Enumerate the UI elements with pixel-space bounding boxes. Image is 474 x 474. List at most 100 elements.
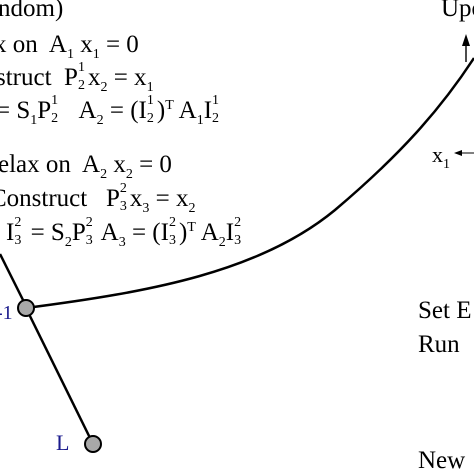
sub: 3 [119, 199, 127, 214]
equals-s: = S [0, 97, 31, 124]
close-paren: ) [178, 219, 188, 246]
x1-arrow-head [454, 150, 462, 156]
up-arrow-head [462, 34, 470, 46]
equals-zero: = 0 [139, 151, 172, 178]
top-left-fragment: ndom) [0, 0, 63, 21]
equals-x: = x [155, 185, 189, 212]
equals-s: = S [30, 219, 65, 246]
matrix-a: A [78, 97, 97, 124]
node-minus1-label: -1 [0, 303, 13, 323]
sup: 2 [14, 215, 22, 230]
new-text: New [418, 447, 466, 474]
transpose: T [165, 98, 174, 113]
matrix-p: P [71, 219, 86, 246]
vector-x: x [80, 31, 93, 58]
matrix-a: A [200, 219, 219, 246]
right-run-text: Run [418, 332, 460, 357]
matrix-p: P [64, 64, 78, 91]
sup: 1 [51, 93, 59, 108]
equals-x: = x [113, 64, 147, 91]
transpose: T [187, 220, 196, 235]
relax-prefix: elax on [0, 151, 71, 178]
vector-x: x [129, 185, 143, 212]
sub: 2 [188, 201, 196, 216]
sup: 2 [168, 215, 176, 230]
matrix-i: I [6, 219, 15, 246]
sup: 1 [146, 93, 154, 108]
sub: 2 [100, 80, 108, 95]
sub: 2 [51, 111, 59, 126]
sub: 2 [218, 235, 226, 250]
upward-curve [25, 57, 474, 310]
vector-x: x [113, 151, 126, 178]
sub: 2 [100, 167, 108, 182]
node-minus1 [17, 299, 35, 317]
sub: 3 [168, 233, 176, 248]
sup: 2 [85, 215, 93, 230]
sub: 3 [234, 233, 242, 248]
sup: 1 [77, 60, 85, 75]
sub: 1 [66, 47, 74, 62]
sub: 3 [142, 201, 150, 216]
sub: 2 [125, 167, 133, 182]
upper-left-edge [0, 253, 28, 307]
sub: 2 [96, 113, 104, 128]
sub: 2 [77, 78, 85, 93]
relax-prefix: x on [0, 31, 38, 58]
top-right-fragment: Upo [441, 0, 474, 21]
node-l [84, 435, 102, 453]
matrix-a: A [82, 151, 101, 178]
sub: 2 [64, 235, 72, 250]
equals-i: = (I [131, 219, 169, 246]
sup: 2 [234, 215, 242, 230]
set-text: Set E [418, 297, 472, 324]
top-left-text: ndom) [0, 0, 64, 22]
construct-prefix: struct [0, 64, 52, 91]
sub: 3 [118, 235, 126, 250]
node-minus1-text: -1 [0, 302, 13, 324]
matrix-i: I [203, 97, 213, 124]
equals-i: = (I [109, 97, 147, 124]
lower-edge [24, 307, 95, 445]
sub: 2 [146, 111, 154, 126]
sup: 1 [212, 93, 220, 108]
sup: 2 [119, 181, 127, 196]
sub: 1 [443, 157, 450, 172]
run-text: Run [418, 331, 460, 358]
sub: 1 [196, 113, 204, 128]
matrix-a: A [48, 31, 67, 58]
block1-relax: x on A1 x1 = 0 [0, 31, 139, 62]
vector-x: x [87, 64, 101, 91]
sub: 2 [212, 111, 220, 126]
matrix-a: A [178, 97, 197, 124]
node-l-label: L [56, 432, 69, 454]
close-paren: ) [156, 97, 166, 124]
sub: 1 [146, 80, 154, 95]
matrix-i: I [225, 219, 235, 246]
sub: 1 [30, 113, 38, 128]
construct-prefix: Construct [0, 185, 88, 212]
right-x1-label: x1 [432, 142, 450, 172]
sub: 3 [85, 233, 93, 248]
block2-relax: elax on A2 x2 = 0 [0, 151, 172, 182]
vector-x: x [432, 142, 443, 167]
top-right-text: Upo [441, 0, 474, 22]
sub: 1 [92, 47, 100, 62]
sub: 3 [14, 233, 22, 248]
right-new-text: New [418, 448, 465, 473]
node-l-text: L [56, 430, 70, 455]
